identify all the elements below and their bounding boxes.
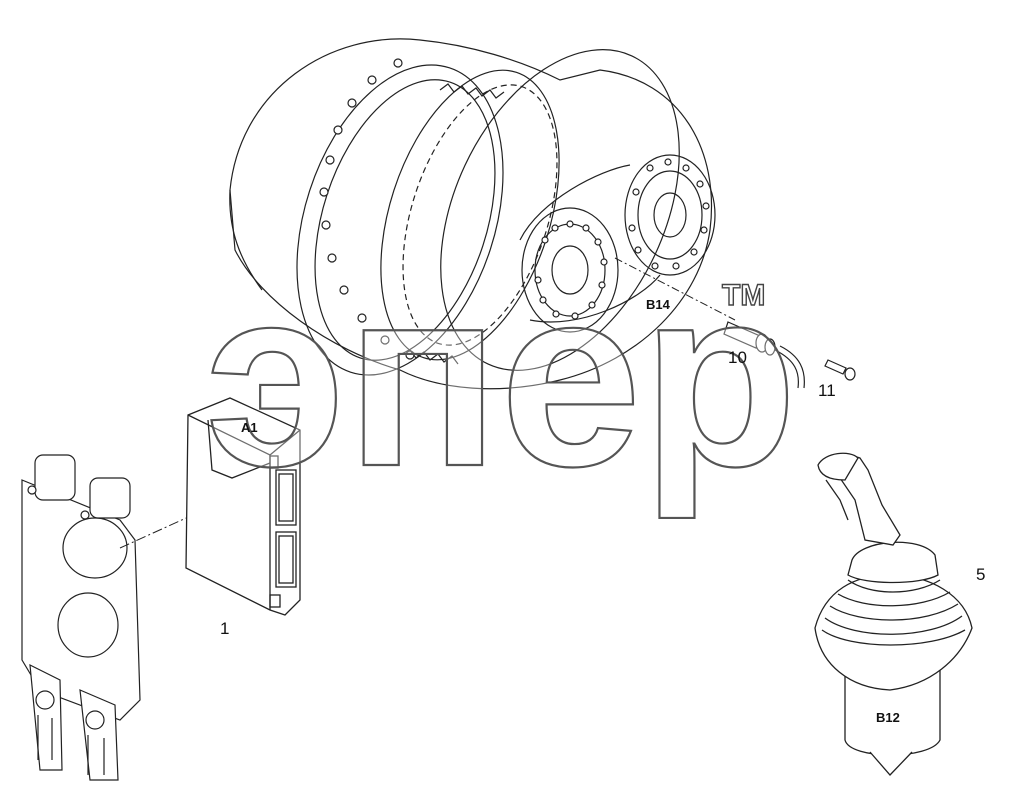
watermark-text: эпер <box>205 235 797 520</box>
label-b14: B14 <box>646 297 671 312</box>
travel-motor-drawing <box>229 38 716 390</box>
watermark-trademark: TM <box>722 279 765 312</box>
joystick-b12-drawing <box>814 452 973 776</box>
screw-drawing <box>824 359 856 381</box>
watermark: эпер TM <box>204 234 799 521</box>
label-a1: A1 <box>241 420 258 435</box>
label-item-1: 1 <box>220 619 229 638</box>
label-item-11: 11 <box>818 381 836 400</box>
label-item-5: 5 <box>976 565 985 584</box>
sensor-b14-leader <box>614 257 736 321</box>
bracket-leader <box>119 479 271 549</box>
label-b12: B12 <box>876 710 900 725</box>
controller-a1-drawing <box>185 397 301 616</box>
mounting-bracket-drawing <box>21 454 141 781</box>
speed-sensor-drawing <box>723 321 805 389</box>
label-item-10: 10 <box>728 348 747 367</box>
